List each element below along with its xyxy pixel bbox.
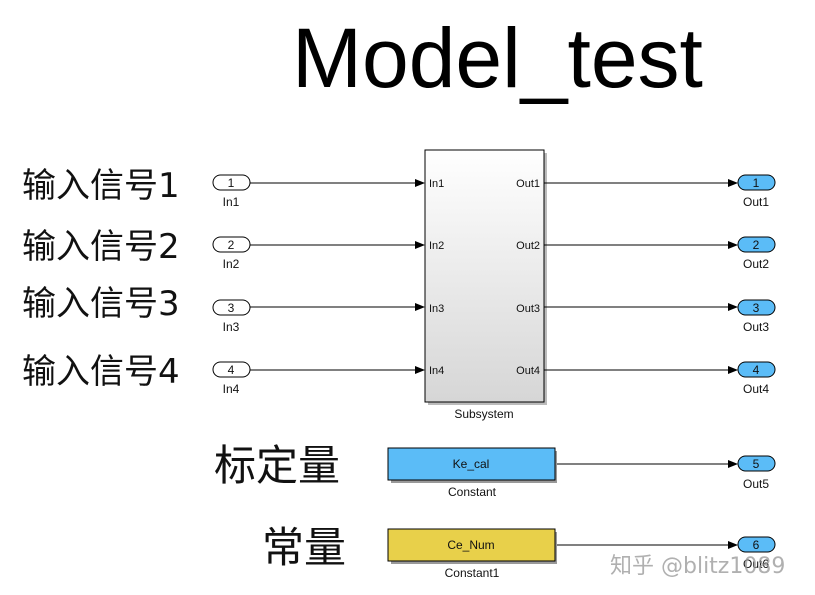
constant-name: Constant1 bbox=[445, 566, 500, 580]
inport-1[interactable]: 1 bbox=[212, 174, 251, 191]
input-label-1: 输入信号1 bbox=[22, 166, 180, 206]
input-label-2: 输入信号2 bbox=[22, 227, 180, 267]
constant-block-ke-cal[interactable]: Ke_cal bbox=[387, 447, 557, 483]
constant-block-ce-num[interactable]: Ce_Num bbox=[387, 528, 557, 564]
subsystem-in-port-1: In1 bbox=[429, 178, 444, 190]
outport-4[interactable]: 4 bbox=[737, 361, 776, 378]
model-title: Model_test bbox=[292, 11, 703, 105]
inport-name: In1 bbox=[223, 195, 240, 209]
outport-name: Out5 bbox=[743, 477, 769, 491]
outport-number: 5 bbox=[753, 457, 760, 471]
outport-6[interactable]: 6 bbox=[737, 536, 776, 553]
outport-name: Out6 bbox=[743, 557, 769, 571]
subsystem-out-port-3: Out3 bbox=[516, 303, 540, 315]
inport-2[interactable]: 2 bbox=[212, 236, 251, 253]
inport-name: In3 bbox=[223, 320, 240, 334]
constant-label: 常量 bbox=[262, 523, 347, 572]
subsystem-block[interactable] bbox=[424, 149, 547, 405]
subsystem-name: Subsystem bbox=[454, 407, 513, 421]
outport-number: 2 bbox=[753, 238, 760, 252]
outport-name: Out3 bbox=[743, 320, 769, 334]
inport-number: 4 bbox=[228, 363, 235, 377]
inport-name: In2 bbox=[223, 257, 240, 271]
outport-3[interactable]: 3 bbox=[737, 299, 776, 316]
outport-2[interactable]: 2 bbox=[737, 236, 776, 253]
outport-number: 6 bbox=[753, 538, 760, 552]
outport-number: 4 bbox=[753, 363, 760, 377]
outport-number: 1 bbox=[753, 176, 760, 190]
subsystem-out-port-1: Out1 bbox=[516, 178, 540, 190]
outport-name: Out1 bbox=[743, 195, 769, 209]
subsystem-in-port-4: In4 bbox=[429, 365, 444, 377]
constant-value: Ke_cal bbox=[453, 457, 490, 471]
outport-name: Out4 bbox=[743, 382, 769, 396]
input-label-4: 输入信号4 bbox=[22, 352, 180, 392]
subsystem-in-port-3: In3 bbox=[429, 303, 444, 315]
constant-value: Ce_Num bbox=[447, 538, 494, 552]
calibration-label: 标定量 bbox=[214, 441, 341, 490]
inport-number: 1 bbox=[228, 176, 235, 190]
inport-3[interactable]: 3 bbox=[212, 299, 251, 316]
inport-name: In4 bbox=[223, 382, 240, 396]
watermark: 知乎 @blitz1089 bbox=[610, 554, 786, 579]
outport-name: Out2 bbox=[743, 257, 769, 271]
inport-number: 2 bbox=[228, 238, 235, 252]
constant-name: Constant bbox=[448, 485, 497, 499]
outport-1[interactable]: 1 bbox=[737, 174, 776, 191]
subsystem-in-port-2: In2 bbox=[429, 240, 444, 252]
inport-4[interactable]: 4 bbox=[212, 361, 251, 378]
input-label-3: 输入信号3 bbox=[22, 284, 180, 324]
inport-number: 3 bbox=[228, 301, 235, 315]
outport-number: 3 bbox=[753, 301, 760, 315]
subsystem-out-port-4: Out4 bbox=[516, 365, 540, 377]
subsystem-out-port-2: Out2 bbox=[516, 240, 540, 252]
outport-5[interactable]: 5 bbox=[737, 455, 776, 472]
